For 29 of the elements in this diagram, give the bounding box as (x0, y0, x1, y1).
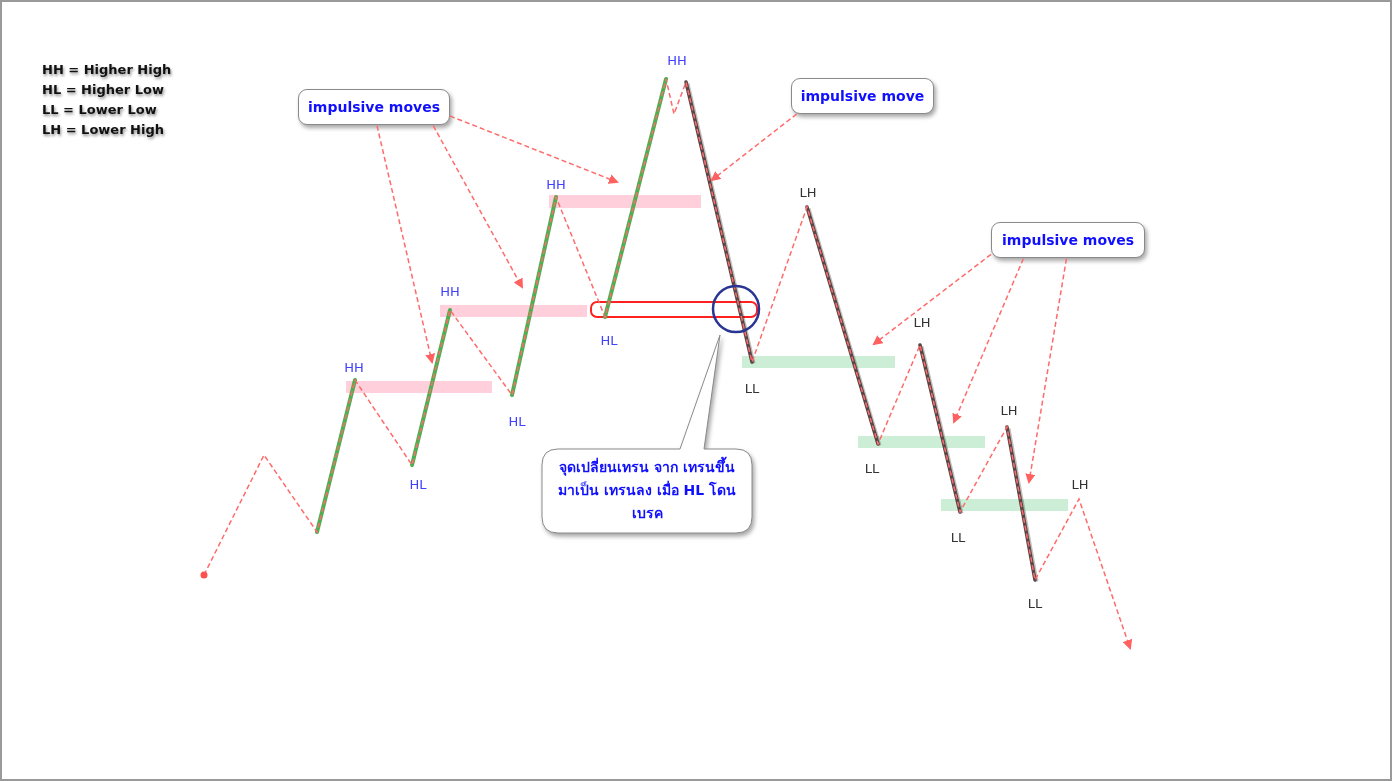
pivot-label: HL (600, 332, 618, 348)
pivot-label: LH (1000, 402, 1018, 418)
pivot-label: LH (1071, 476, 1089, 492)
leader-arrow (376, 124, 436, 364)
leader-arrow (432, 124, 523, 289)
leader-arrow (872, 253, 992, 346)
callout-box: impulsive moves (991, 222, 1145, 258)
pivot-label: LL (1027, 595, 1043, 611)
pivot-label: HL (508, 413, 526, 429)
key-text: HL = Higher Low (42, 82, 164, 97)
pivot-label: LL (864, 460, 880, 476)
key-text: HH = Higher High (42, 62, 172, 77)
key-text: LH = Lower High (42, 122, 164, 137)
callout-box: impulsive moves (298, 89, 450, 125)
key-text: LL = Lower Low (42, 102, 157, 117)
leader-arrow (952, 257, 1025, 424)
leader-arrow (1025, 257, 1068, 484)
pivot-label: LL (744, 380, 760, 396)
pivot-label: HH (440, 283, 460, 299)
pivot-label: HH (344, 359, 364, 375)
leader-arrow (710, 113, 798, 182)
pivot-label: HH (546, 176, 566, 192)
pivot-label: LH (913, 314, 931, 330)
pivot-label: LL (950, 529, 966, 545)
pivot-label: LH (799, 184, 817, 200)
pivot-label: HH (667, 52, 687, 68)
callout-box: impulsive move (791, 78, 934, 114)
pivot-label: HL (409, 476, 427, 492)
leader-arrow (449, 115, 619, 184)
